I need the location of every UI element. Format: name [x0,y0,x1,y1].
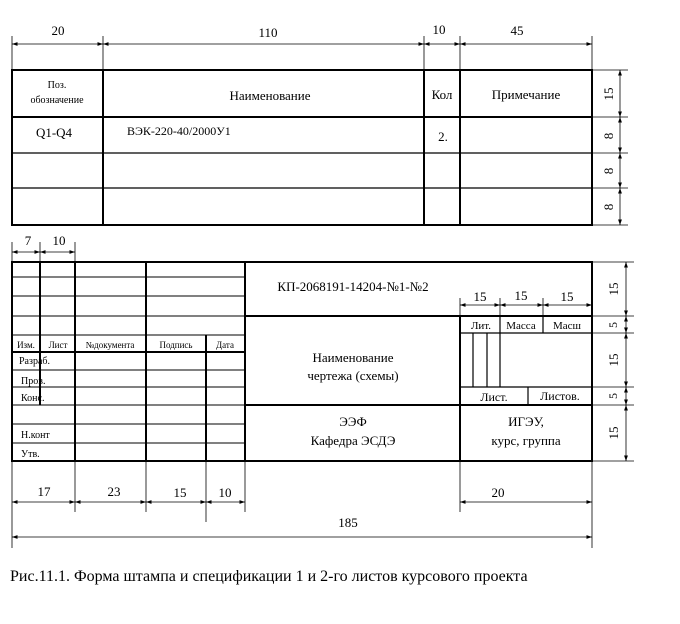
stamp-sub-dim-15c: 15 [561,289,574,304]
stamp-dim-bottom-15: 15 [174,485,187,500]
stamp-sub-dim-15b: 15 [515,288,528,303]
spec-dimensions-right [592,69,628,226]
stamp-row-utv: Утв. [21,449,40,460]
stamp-dim-10: 10 [53,233,66,248]
stamp-document-code: КП-2068191-14204-№1-№2 [277,279,428,294]
stamp-dim-bottom-20: 20 [492,485,505,500]
spec-header-pos-line2: обозначение [30,95,84,106]
spec-dim-20: 20 [52,23,65,38]
spec-dim-right-8b: 8 [601,168,616,175]
spec-header-note: Примечание [492,87,561,102]
stamp-row-kons: Конс. [21,393,44,404]
stamp-col-sign: Подпись [159,340,192,350]
spec-row1-pos: Q1-Q4 [36,125,73,140]
stamp-col-list: Лист [49,340,68,350]
stamp-title-line2: чертежа (схемы) [307,368,398,383]
stamp-dept-line2: Кафедра ЭСДЭ [311,433,396,448]
stamp-dim-7: 7 [25,233,32,248]
stamp-dim-right-15c: 15 [606,427,621,440]
stamp-row-prov: Пров. [21,376,45,387]
spec-dimensions-top [11,36,593,70]
stamp-org-line1: ИГЭУ, [508,414,544,429]
stamp-dim-right-5a: 5 [606,322,620,328]
stamp-listov-label: Листов. [540,389,580,403]
spec-header-qty: Кол [432,87,453,102]
specification-table [11,69,593,226]
spec-row1-qty: 2. [438,129,448,144]
stamp-dim-bottom-23: 23 [108,484,121,499]
stamp-sub-dimensions [459,298,593,316]
stamp-org-line2: курс, группа [491,433,560,448]
figure-caption: Рис.11.1. Форма штампа и спецификации 1 … [10,568,528,585]
spec-header-pos-line1: Поз. [48,80,67,91]
stamp-litt-label: Лит. [471,320,491,332]
stamp-row-razrab: Разраб. [19,356,50,367]
stamp-dim-right-15b: 15 [606,354,621,367]
spec-dim-45: 45 [511,23,524,38]
stamp-row-nkont: Н.конт [21,430,50,441]
stamp-mass-label: Масса [506,320,536,332]
stamp-sub-dim-15a: 15 [474,289,487,304]
stamp-title-line1: Наименование [313,350,394,365]
spec-header-name: Наименование [230,88,311,103]
spec-dim-10: 10 [433,22,446,37]
stamp-dimensions-bottom [11,461,593,548]
stamp-col-date: Дата [216,340,234,350]
stamp-dimensions-top [11,242,76,262]
stamp-dim-right-15a: 15 [606,283,621,296]
stamp-list-label: Лист. [480,390,507,404]
spec-row1-name: ВЭК-220-40/2000У1 [127,124,231,138]
stamp-dim-total-185: 185 [338,515,358,530]
spec-dim-right-15: 15 [601,88,616,101]
stamp-dim-right-5b: 5 [606,393,620,399]
stamp-dimensions-right [592,261,634,462]
stamp-frame [11,261,593,462]
stamp-dim-bottom-17: 17 [38,484,52,499]
spec-dim-right-8c: 8 [601,204,616,211]
spec-dim-right-8a: 8 [601,133,616,140]
spec-dim-110: 110 [258,25,277,40]
stamp-scale-label: Масш [553,320,582,332]
stamp-col-doc: №документа [86,340,135,350]
stamp-col-izm: Изм. [17,340,35,350]
stamp-dim-bottom-10: 10 [219,485,232,500]
stamp-dept-line1: ЭЭФ [339,414,367,429]
